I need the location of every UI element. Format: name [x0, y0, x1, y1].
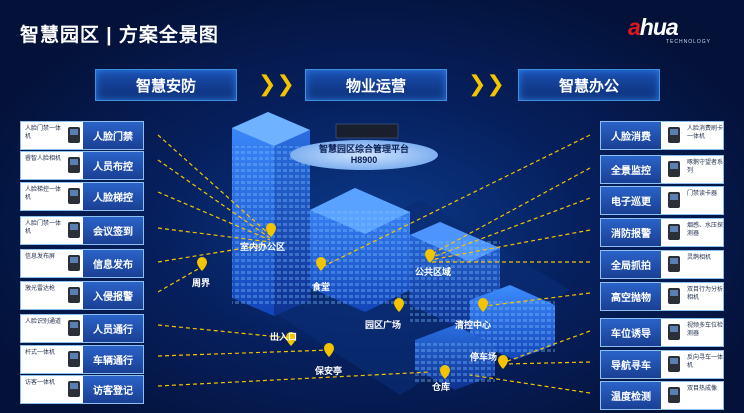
device-description: 激光雷达枪 — [25, 286, 56, 292]
feature-label: 全局抓拍 — [601, 251, 661, 278]
device-icon — [663, 385, 685, 405]
right-feature-card: 门禁读卡器 电子巡更 — [600, 186, 724, 215]
device-icon — [63, 186, 85, 206]
left-feature-card: 人脸门禁一体机 会议签到 — [20, 216, 144, 245]
device-description: 人脸门禁一体机 — [25, 221, 62, 235]
stage-office: 智慧办公 — [518, 69, 660, 101]
feature-label: 人脸梯控 — [83, 183, 143, 210]
device-description: 门禁读卡器 — [687, 191, 718, 197]
left-feature-card: 访客一体机 访客登记 — [20, 375, 144, 404]
right-feature-card: 啄鹅守望者系列 全景监控 — [600, 155, 724, 184]
feature-label: 人脸门禁 — [83, 122, 143, 149]
feature-label: 车位诱导 — [601, 319, 661, 346]
device-description: 访客一体机 — [25, 380, 56, 386]
feature-label: 入侵报警 — [83, 282, 143, 309]
device-description: 人脸梯控一体机 — [25, 187, 62, 201]
location-label: 清控中心 — [455, 320, 492, 330]
device-icon — [663, 190, 685, 210]
feature-label: 消防报警 — [601, 219, 661, 246]
left-feature-card: 激光雷达枪 入侵报警 — [20, 281, 144, 310]
location-label: 室内办公区 — [240, 242, 286, 252]
location-label: 仓库 — [432, 382, 451, 392]
feature-label: 温度检测 — [601, 382, 661, 409]
left-feature-card: 睿智人脸相机 人员布控 — [20, 151, 144, 180]
device-icon — [63, 318, 85, 338]
feature-label: 全景监控 — [601, 156, 661, 183]
device-icon — [63, 253, 85, 273]
device-description: 人脸消费刷卡一体机 — [687, 126, 724, 140]
location-label: 周界 — [192, 278, 211, 288]
device-description: 信息发布屏 — [25, 254, 56, 260]
feature-label: 电子巡更 — [601, 187, 661, 214]
device-description: 杆式一体机 — [25, 350, 56, 356]
device-icon — [663, 354, 685, 374]
server-rack — [335, 123, 399, 139]
device-icon — [63, 285, 85, 305]
device-description: 人脸门禁一体机 — [25, 126, 62, 140]
device-description: 烟感、水压探测器 — [687, 223, 724, 237]
right-feature-card: 视频多车位检测器 车位诱导 — [600, 318, 724, 347]
right-feature-card: 双目热成像 温度检测 — [600, 381, 724, 410]
right-feature-card: 双目行为分析相机 高空抛物 — [600, 282, 724, 311]
device-icon — [663, 322, 685, 342]
right-feature-card: 人脸消费刷卡一体机 人脸消费 — [600, 121, 724, 150]
feature-label: 会议签到 — [83, 217, 143, 244]
right-feature-card: 反向寻车一体机 导航寻车 — [600, 350, 724, 379]
left-feature-card: 人脸门禁一体机 人脸门禁 — [20, 121, 144, 150]
device-icon — [63, 220, 85, 240]
location-label: 停车场 — [470, 352, 498, 362]
device-icon — [663, 286, 685, 306]
device-icon — [663, 159, 685, 179]
device-icon — [63, 379, 85, 399]
feature-label: 访客登记 — [83, 376, 143, 403]
page-title: 智慧园区 | 方案全景图 — [20, 25, 219, 46]
device-icon — [63, 349, 85, 369]
location-pins — [197, 223, 508, 379]
device-description: 反向寻车一体机 — [687, 355, 724, 369]
device-description: 双目热成像 — [687, 386, 718, 392]
device-icon — [663, 254, 685, 274]
feature-label: 导航寻车 — [601, 351, 661, 378]
management-platform-label: 智慧园区综合管理平台 H8900 — [290, 140, 438, 170]
location-label: 保安亭 — [315, 366, 343, 376]
feature-label: 信息发布 — [83, 250, 143, 277]
chevron-right-icon: ❯❯ — [468, 71, 505, 96]
left-feature-card: 人脸识别通道 人员通行 — [20, 314, 144, 343]
device-icon — [663, 222, 685, 242]
right-feature-card: 烟感、水压探测器 消防报警 — [600, 218, 724, 247]
left-feature-card: 人脸梯控一体机 人脸梯控 — [20, 182, 144, 211]
dahua-logo: ahua TECHNOLOGY — [628, 14, 712, 45]
left-feature-card: 信息发布屏 信息发布 — [20, 249, 144, 278]
device-icon — [63, 155, 85, 175]
location-label: 公共区域 — [415, 267, 452, 277]
stage-security: 智慧安防 — [95, 69, 237, 101]
chevron-right-icon: ❯❯ — [258, 71, 295, 96]
feature-label: 人员通行 — [83, 315, 143, 342]
feature-label: 高空抛物 — [601, 283, 661, 310]
feature-label: 人脸消费 — [601, 122, 661, 149]
device-description: 睿智人脸相机 — [25, 156, 62, 162]
device-description: 灵鹊相机 — [687, 255, 712, 261]
feature-label: 车辆通行 — [83, 346, 143, 373]
left-feature-card: 杆式一体机 车辆通行 — [20, 345, 144, 374]
device-icon — [663, 125, 685, 145]
device-description: 视频多车位检测器 — [687, 323, 724, 337]
location-label: 出入口 — [270, 332, 298, 342]
stage-operations: 物业运营 — [305, 69, 447, 101]
device-description: 啄鹅守望者系列 — [687, 160, 724, 174]
connection-lines — [157, 134, 591, 394]
device-description: 双目行为分析相机 — [687, 287, 724, 301]
right-feature-card: 灵鹊相机 全局抓拍 — [600, 250, 724, 279]
device-description: 人脸识别通道 — [25, 319, 62, 325]
feature-label: 人员布控 — [83, 152, 143, 179]
device-icon — [63, 125, 85, 145]
location-label: 园区广场 — [365, 320, 402, 330]
location-label: 食堂 — [312, 282, 331, 292]
